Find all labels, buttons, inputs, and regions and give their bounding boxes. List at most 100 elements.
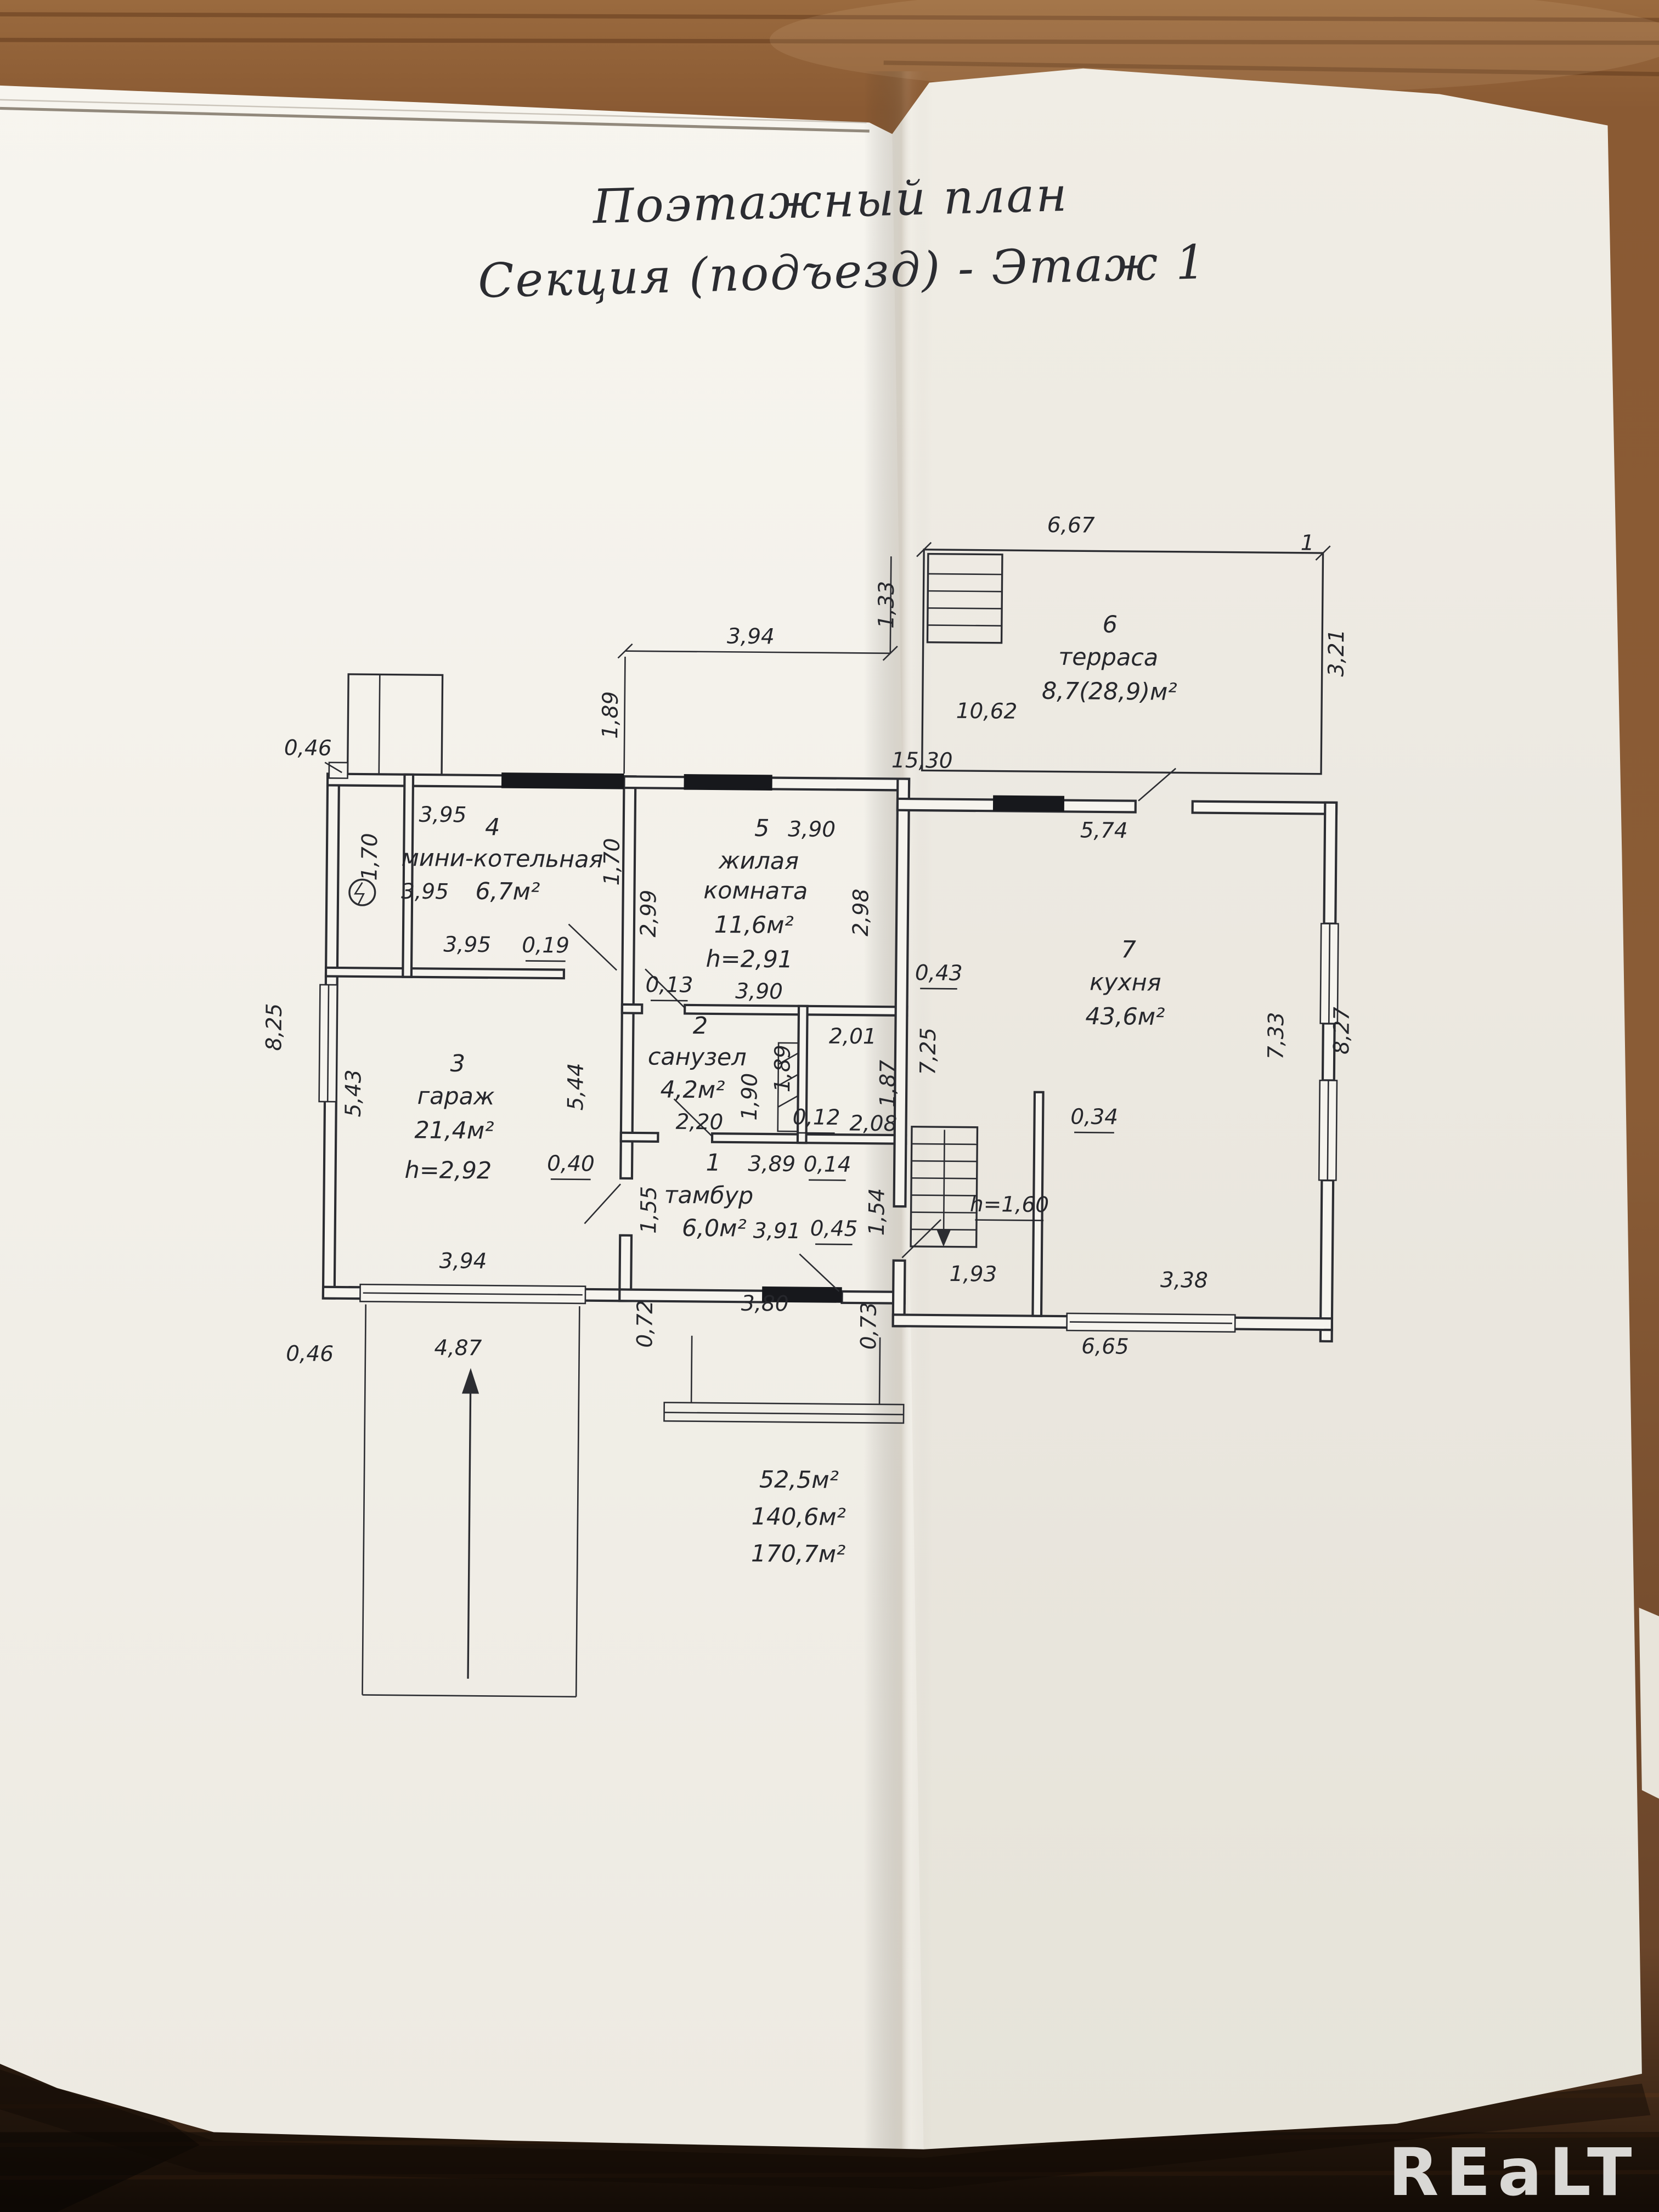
dim-porch-right: 0,73 bbox=[856, 1302, 882, 1350]
room-hall-number: 1 bbox=[706, 1149, 721, 1177]
dim-center-top-width: 3,94 bbox=[727, 624, 775, 650]
terrace-outline bbox=[916, 541, 1331, 775]
dim-kitchen-left: 7,25 bbox=[916, 1028, 941, 1075]
dim-bath-right-depth: 1,87 bbox=[876, 1060, 901, 1108]
driveway-arrow bbox=[467, 1385, 472, 1679]
room-kitchen-number: 7 bbox=[1121, 936, 1136, 963]
stair-headroom-label: h=1,60 bbox=[970, 1192, 1049, 1217]
room-bath-name: санузел bbox=[648, 1043, 747, 1071]
room-boiler-name: мини-котельная bbox=[401, 844, 603, 873]
room-boiler-area: 6,7м² bbox=[475, 878, 540, 906]
paper-sheet bbox=[0, 68, 1642, 2149]
room-terrace-name: терраса bbox=[1058, 644, 1158, 672]
dim-living-top: 3,90 bbox=[788, 817, 836, 842]
room-bath-number: 2 bbox=[693, 1012, 708, 1040]
dimension-underlines bbox=[525, 960, 1114, 1245]
dim-kitchen-partition: 0,34 bbox=[1070, 1104, 1118, 1130]
room-living-area: 11,6м² bbox=[714, 911, 794, 939]
room-garage-area: 21,4м² bbox=[414, 1116, 494, 1144]
room-garage-number: 3 bbox=[450, 1050, 465, 1077]
room-hall-name: тамбур bbox=[664, 1182, 753, 1210]
dim-garage-door-segment: 0,40 bbox=[547, 1152, 595, 1177]
room-living-number: 5 bbox=[754, 815, 770, 842]
dim-flue-width: 0,46 bbox=[284, 736, 332, 761]
dim-living-segment: 0,13 bbox=[645, 973, 693, 998]
dim-hall-top: 3,89 bbox=[748, 1152, 795, 1177]
dimension-labels: 6,67 1 3,21 1,33 10,62 15,30 3,94 1,89 0… bbox=[262, 513, 1355, 1367]
electric-meter-symbol bbox=[348, 878, 376, 906]
dim-porch-left: 0,72 bbox=[633, 1300, 658, 1348]
door-swings bbox=[568, 768, 1176, 1292]
dim-kitchen-right-outer: 8,27 bbox=[1329, 1007, 1355, 1054]
room-labels: 6 терраса 8,7(28,9)м² 4 мини-котельная 6… bbox=[401, 611, 1177, 1243]
dim-bath-width: 2,20 bbox=[675, 1110, 723, 1135]
realt-watermark: REaLT bbox=[1388, 2135, 1639, 2211]
dim-garage-right-inner: 5,44 bbox=[563, 1063, 589, 1110]
area-totals: 52,5м² 140,6м² 170,7м² bbox=[751, 1466, 846, 1568]
room-living-name-2: комната bbox=[703, 877, 808, 905]
dim-shaft-depth: 1,89 bbox=[770, 1045, 795, 1092]
dim-hall-right: 1,54 bbox=[865, 1188, 890, 1235]
room-kitchen-area: 43,6м² bbox=[1085, 1003, 1165, 1031]
dim-boiler-bottom: 3,95 bbox=[443, 933, 491, 958]
room-hall-area: 6,0м² bbox=[682, 1215, 747, 1243]
dim-bath-right-width: 2,01 bbox=[829, 1024, 877, 1049]
dim-boiler-mid: 3,95 bbox=[401, 879, 449, 905]
dim-terrace-top-width: 6,67 bbox=[1047, 513, 1095, 538]
dim-driveway-width: 4,87 bbox=[434, 1336, 482, 1361]
room-kitchen-name: кухня bbox=[1090, 969, 1161, 997]
room-living-name-1: жилая bbox=[718, 847, 799, 875]
dim-kitchen-corridor: 1,93 bbox=[949, 1262, 997, 1287]
interior-stairs-icon bbox=[910, 1126, 979, 1248]
room-bath-area: 4,2м² bbox=[660, 1076, 725, 1104]
total-area-3: 170,7м² bbox=[751, 1540, 846, 1568]
room-terrace-number: 6 bbox=[1102, 611, 1118, 639]
dim-boiler-right: 1,70 bbox=[600, 838, 625, 885]
dim-top-offset: 1,89 bbox=[598, 691, 623, 739]
dim-hall-segment-top: 0,14 bbox=[804, 1152, 851, 1177]
dim-garage-bottom: 3,94 bbox=[439, 1249, 487, 1274]
dim-kitchen-right-inner: 7,33 bbox=[1264, 1012, 1289, 1059]
room-terrace-area: 8,7(28,9)м² bbox=[1042, 678, 1177, 706]
dim-hall-bottom: 3,91 bbox=[753, 1218, 801, 1244]
plan-title-line1: Поэтажный план bbox=[591, 167, 1069, 235]
dim-bath-depth: 1,90 bbox=[737, 1073, 763, 1121]
dimension-lines bbox=[324, 556, 898, 774]
dim-terrace-bottom: 10,62 bbox=[956, 699, 1018, 724]
dim-kitchen-bottom-outer: 6,65 bbox=[1081, 1334, 1129, 1359]
dim-terrace-right: 3,21 bbox=[1324, 629, 1350, 677]
windows bbox=[318, 923, 1339, 1333]
entrance-porch bbox=[663, 1335, 905, 1424]
dim-garage-corner: 0,46 bbox=[286, 1341, 334, 1367]
dim-living-bottom: 3,90 bbox=[735, 979, 783, 1005]
vent-shaft bbox=[777, 1042, 799, 1132]
dim-kitchen-top: 5,74 bbox=[1080, 818, 1128, 843]
walls bbox=[321, 772, 1338, 1343]
room-boiler-number: 4 bbox=[485, 814, 500, 841]
dim-garage-left-outer: 8,25 bbox=[262, 1003, 287, 1051]
dim-bath-right-lower: 2,08 bbox=[849, 1111, 897, 1137]
terrace-stairs-icon bbox=[926, 552, 1003, 644]
dim-hall-left: 1,55 bbox=[636, 1186, 662, 1234]
dim-kitchen-segment-left: 0,43 bbox=[915, 961, 963, 986]
total-area-1: 52,5м² bbox=[759, 1466, 839, 1494]
paper-shadow bbox=[0, 2069, 1651, 2190]
room-living-height: h=2,91 bbox=[706, 945, 793, 973]
dim-boiler-segment: 0,19 bbox=[522, 933, 569, 958]
dim-kitchen-bottom-inner: 3,38 bbox=[1160, 1268, 1208, 1293]
dim-living-left: 2,99 bbox=[636, 889, 662, 937]
underlying-document-strip bbox=[1639, 1607, 1659, 1799]
dim-boiler-top: 3,95 bbox=[419, 803, 466, 828]
dim-overall-width: 15,30 bbox=[891, 748, 953, 774]
dim-bath-segment: 0,12 bbox=[793, 1105, 840, 1130]
dim-living-right: 2,98 bbox=[849, 889, 874, 936]
dim-hall-segment-bottom: 0,45 bbox=[810, 1216, 858, 1242]
dim-porch-width: 3,80 bbox=[741, 1291, 789, 1317]
total-area-2: 140,6м² bbox=[751, 1503, 846, 1532]
dim-terrace-left-offset: 1,33 bbox=[874, 581, 899, 629]
dim-boiler-left: 1,70 bbox=[357, 833, 382, 881]
room-garage-height: h=2,92 bbox=[404, 1156, 492, 1184]
dim-garage-left-inner: 5,43 bbox=[341, 1069, 366, 1117]
